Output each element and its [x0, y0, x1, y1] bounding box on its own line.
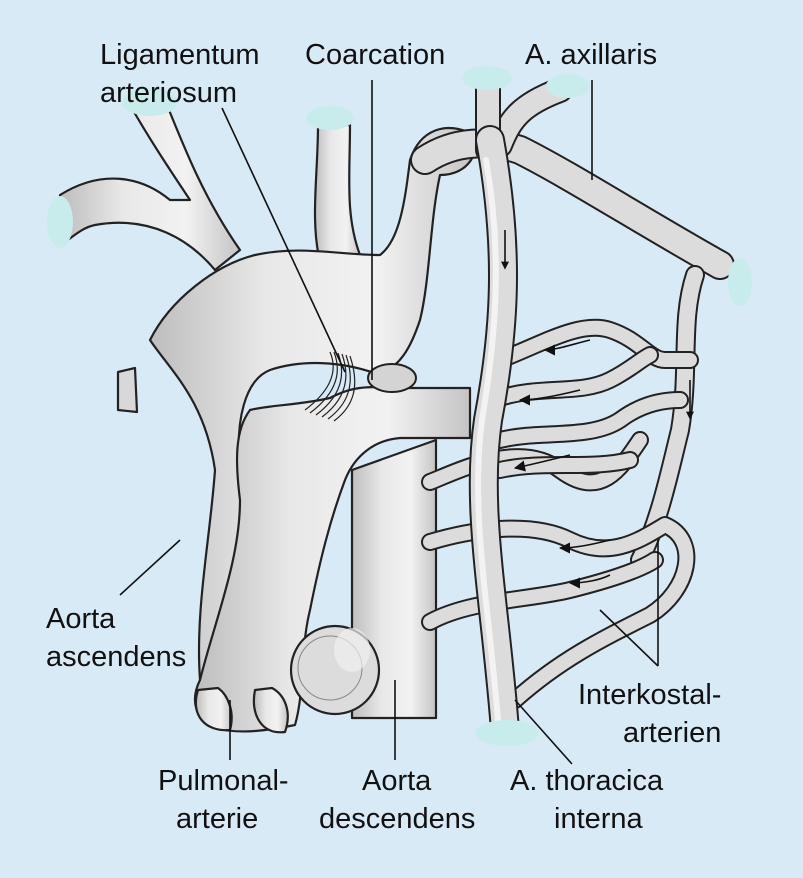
label-aorta-descendens-1: Aorta	[362, 765, 432, 797]
label-pulmonal-1: Pulmonal-	[158, 765, 289, 797]
cut-surfaces	[47, 66, 752, 746]
leader-lines	[119, 80, 659, 765]
a-thoracica-interna	[468, 125, 520, 745]
intercostal-arteries	[421, 265, 705, 709]
axillaris-network	[410, 67, 735, 280]
label-interkostal-2: arterien	[623, 717, 721, 749]
label-ligamentum-1: Ligamentum	[100, 39, 260, 71]
label-thoracica-1: A. thoracica	[510, 765, 664, 797]
label-interkostal-1: Interkostal-	[578, 679, 721, 711]
label-aorta-ascendens-1: Aorta	[46, 603, 116, 635]
label-thoracica-2: interna	[554, 803, 644, 835]
label-ligamentum-2: arteriosum	[100, 77, 237, 109]
pulmonal-arterie	[193, 386, 472, 734]
label-axillaris: A. axillaris	[525, 39, 657, 71]
label-aorta-descendens-2: descendens	[319, 803, 475, 835]
label-aorta-ascendens-2: ascendens	[46, 641, 186, 673]
labels: Ligamentum arteriosum Coarcation A. axil…	[46, 39, 721, 835]
label-pulmonal-2: arterie	[176, 803, 258, 835]
flow-arrows	[501, 230, 694, 589]
atrium-shape	[289, 624, 381, 716]
label-coarcation: Coarcation	[305, 39, 445, 71]
coarctation-site	[367, 363, 417, 393]
